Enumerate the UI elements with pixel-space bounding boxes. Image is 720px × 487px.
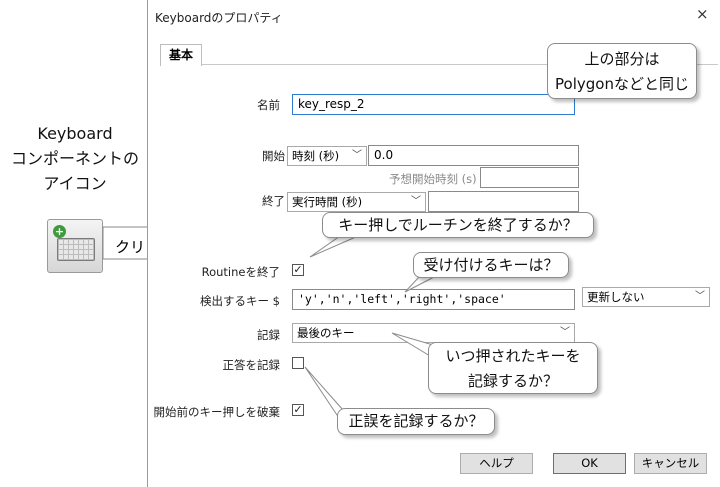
end-type-value: 実行時間 (秒): [292, 195, 363, 209]
callout-top-line-1: 上の部分は: [584, 50, 660, 68]
store-value: 最後のキー: [297, 326, 355, 340]
keyboard-icon: [57, 238, 95, 261]
end-type-select[interactable]: 実行時間 (秒) ﹀: [287, 192, 426, 212]
callout-store-line-2: 記録するか？: [467, 372, 558, 390]
chevron-down-icon: ﹀: [695, 291, 705, 302]
callout-top-line-2: Polygonなどと同じ: [555, 75, 689, 93]
force-end-checkbox[interactable]: ✓: [292, 263, 304, 276]
dialog-title: Keyboardのプロパティ: [155, 11, 283, 25]
end-value-input[interactable]: [428, 191, 579, 212]
caption-line-2: コンポーネントの: [10, 149, 139, 168]
expected-start-input[interactable]: [480, 167, 579, 188]
chevron-down-icon: ﹀: [352, 150, 362, 161]
callout-keys: 受け付けるキーは？: [413, 252, 569, 278]
store-label: 記録: [257, 328, 280, 342]
keyboard-component-icon[interactable]: +: [47, 219, 103, 273]
callout-store: いつ押されたキーを 記録するか？: [428, 342, 598, 394]
keys-label: 検出するキー $: [200, 294, 280, 308]
help-button[interactable]: ヘルプ: [460, 453, 533, 474]
chevron-down-icon: ﹀: [411, 196, 421, 207]
tab-basic[interactable]: 基本: [160, 44, 202, 66]
allowed-keys-input[interactable]: 'y','n','left','right','space': [292, 289, 575, 310]
close-icon[interactable]: ×: [696, 5, 709, 23]
name-label: 名前: [257, 98, 280, 112]
start-value-input[interactable]: 0.0: [368, 145, 579, 166]
discard-label: 開始前のキー押しを破棄: [153, 405, 281, 419]
component-caption: Keyboard コンポーネントの アイコン: [0, 121, 150, 196]
name-input[interactable]: key_resp_2: [292, 94, 575, 115]
start-type-select[interactable]: 時刻 (秒) ﹀: [287, 146, 367, 166]
end-label: 終了: [262, 194, 285, 208]
caption-line-1: Keyboard: [37, 124, 113, 143]
discard-checkbox[interactable]: ✓: [292, 403, 304, 416]
tab-panel: [160, 64, 718, 438]
force-end-label: Routineを終了: [201, 265, 280, 279]
store-correct-checkbox[interactable]: [292, 357, 304, 369]
start-type-value: 時刻 (秒): [292, 149, 340, 163]
callout-store-line-1: いつ押されたキーを: [445, 347, 581, 365]
start-label: 開始: [262, 149, 285, 163]
caption-line-3: アイコン: [43, 174, 107, 193]
expected-start-label: 予想開始時刻 (s): [389, 172, 477, 186]
cancel-button[interactable]: キャンセル: [634, 453, 707, 474]
callout-correct: 正誤を記録するか？: [337, 408, 495, 435]
keys-update-select[interactable]: 更新しない ﹀: [582, 287, 710, 307]
keys-update-value: 更新しない: [587, 290, 645, 304]
ok-button[interactable]: OK: [553, 453, 626, 474]
callout-end-routine: キー押しでルーチンを終了するか？: [322, 212, 594, 238]
chevron-down-icon: ﹀: [560, 327, 570, 338]
callout-top: 上の部分は Polygonなどと同じ: [547, 43, 697, 99]
plus-icon: +: [53, 225, 66, 238]
store-correct-label: 正答を記録: [222, 358, 281, 372]
